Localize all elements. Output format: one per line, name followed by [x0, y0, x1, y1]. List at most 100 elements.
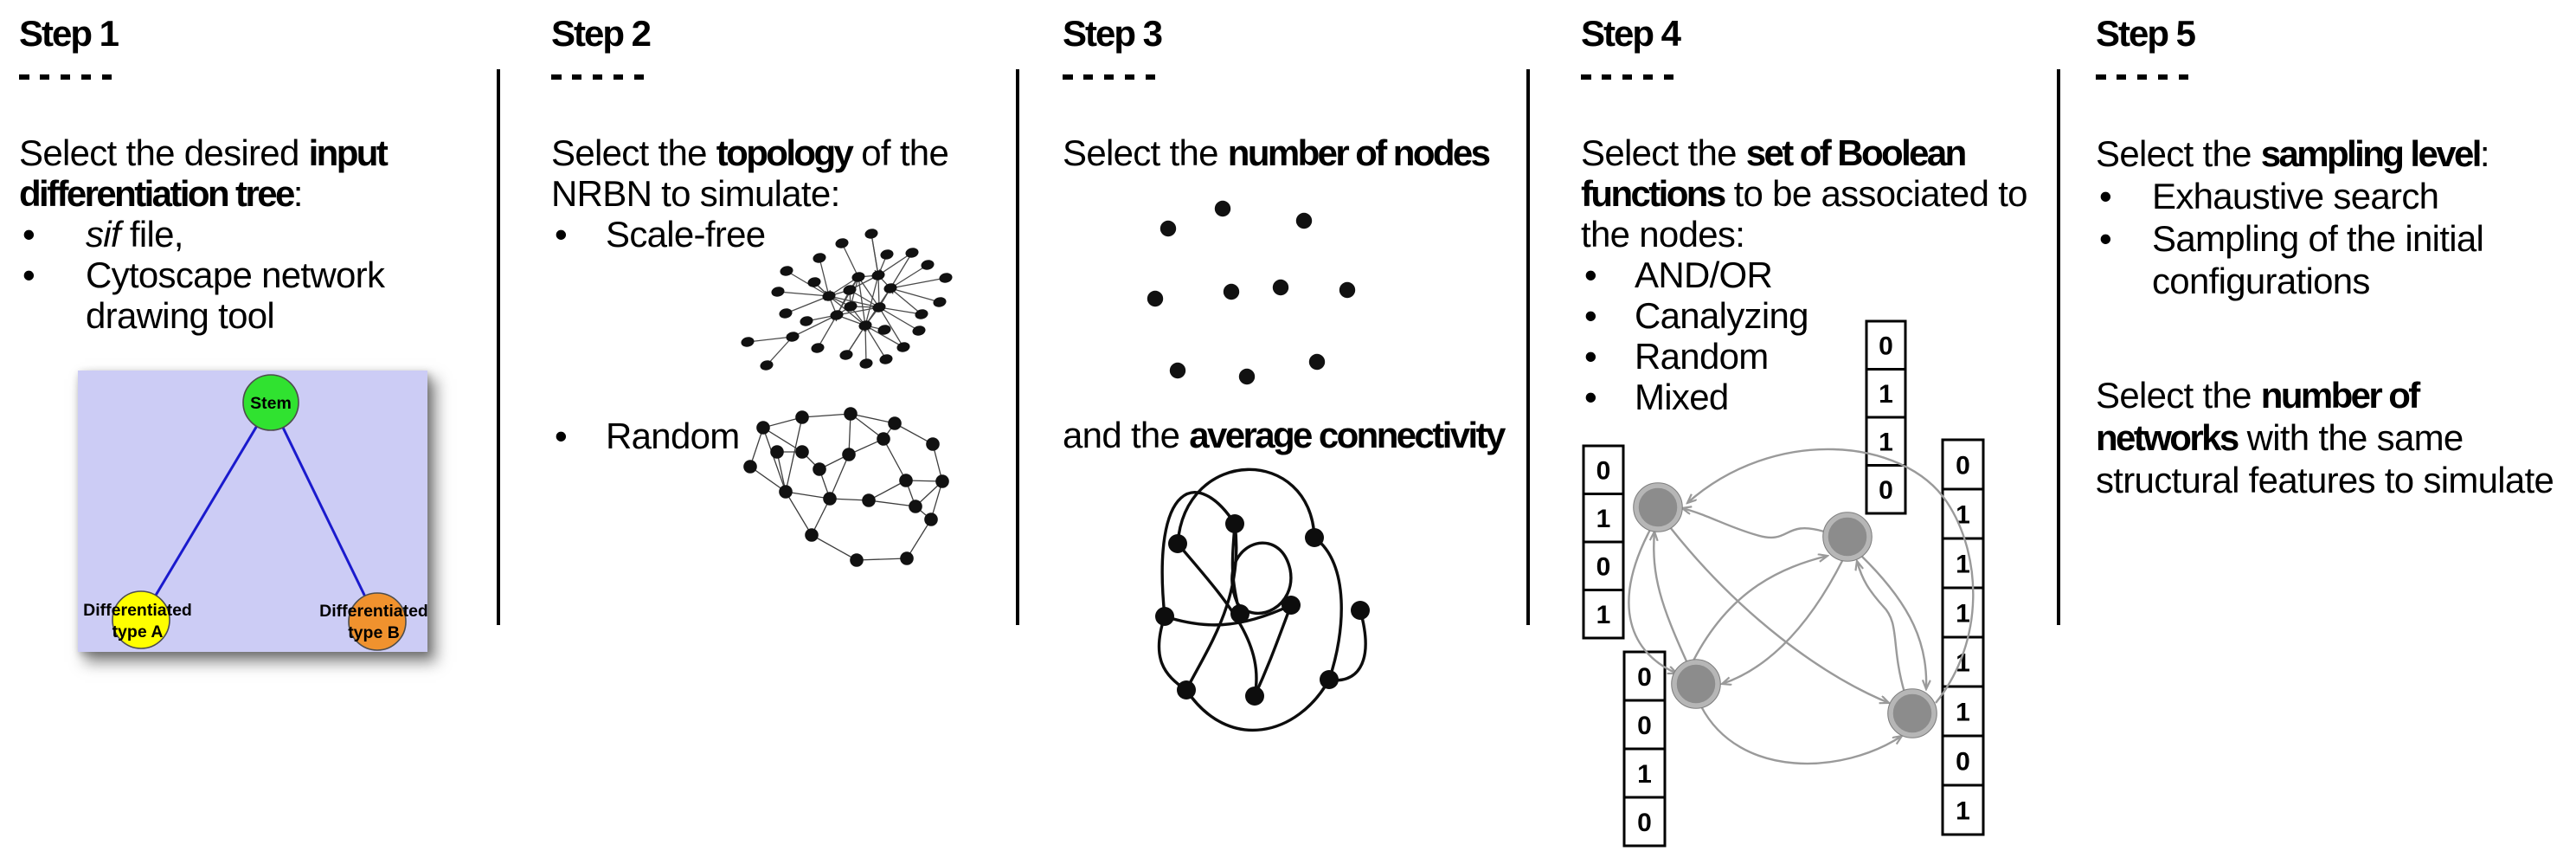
- bullet-icon: •: [2099, 218, 2112, 259]
- underline-dash: [633, 74, 645, 80]
- scale-free-edge: [849, 289, 880, 308]
- step-title-underline-step4: [1581, 74, 1684, 80]
- underline-dash: [1103, 74, 1115, 80]
- scale-free-node: [830, 310, 844, 320]
- scale-free-edge: [766, 336, 793, 366]
- boolean-network-edge-TM-TL-wavy: [1682, 508, 1825, 539]
- scale-free-node: [871, 270, 885, 280]
- tree-node-label: Differentiated: [319, 602, 428, 621]
- scale-free-edge: [777, 291, 829, 296]
- random-network-node: [823, 492, 837, 506]
- scale-free-node: [822, 291, 836, 301]
- scale-free-edge: [845, 325, 866, 356]
- random-network-edge: [801, 413, 851, 418]
- text-segment: Select the: [2096, 133, 2261, 174]
- tangle-node: [1282, 596, 1301, 615]
- text-segment: number of nodes: [1227, 132, 1491, 173]
- tangle-node: [1155, 607, 1174, 626]
- text-segment: Select the: [1581, 132, 1746, 173]
- text-segment: Exhaustive search: [2152, 176, 2439, 216]
- random-network-edge: [883, 438, 907, 481]
- tangle-edge: [1314, 536, 1343, 680]
- tree-node-label: Stem: [250, 394, 292, 413]
- scale-free-node: [858, 320, 872, 331]
- separator-line-4: [2057, 69, 2060, 625]
- bullet-item: •AND/OR: [1581, 255, 2027, 295]
- text-line: drawing tool: [19, 295, 386, 336]
- scale-free-node: [872, 302, 886, 313]
- boolean-network-edge-BR-TL-arc: [1687, 448, 1975, 704]
- random-network-edge: [785, 491, 813, 536]
- boolean-network-edge-BL-TL-up: [1654, 532, 1689, 664]
- truth-table-value: 1: [1879, 380, 1893, 409]
- bullet-item: •Mixed: [1581, 377, 2027, 417]
- text-segment: Select the: [1063, 132, 1228, 173]
- boolean-network-node-TL: [1634, 483, 1682, 532]
- tree-node-typeA: [112, 590, 170, 649]
- random-network-node: [844, 407, 858, 421]
- text-segment: sampling level: [2260, 133, 2483, 174]
- tangle-node: [1225, 514, 1244, 533]
- scale-free-node: [771, 287, 785, 297]
- paragraph-step3-0: Select the number of nodes: [1063, 132, 1491, 173]
- step-title-step3: Step 3: [1063, 13, 1163, 54]
- truth-table-value: 1: [1596, 601, 1611, 629]
- truth-table-value: 0: [1879, 476, 1893, 505]
- scale-free-edge: [890, 277, 947, 289]
- truth-table-value: 1: [1596, 505, 1611, 533]
- random-network-node: [770, 445, 784, 459]
- truth-table-cell: [1622, 747, 1667, 799]
- scale-free-edge: [817, 315, 837, 349]
- scale-free-edge: [890, 264, 928, 288]
- random-network-node: [900, 551, 914, 565]
- random-network-node: [926, 437, 940, 451]
- text-segment: Canalyzing: [1635, 295, 1808, 336]
- truth-table-value: 0: [1637, 663, 1652, 692]
- truth-table-value: 1: [1956, 648, 1970, 677]
- tree-node-typeB: [348, 592, 407, 651]
- truth-table-value: 0: [1596, 553, 1611, 582]
- underline-dash: [1145, 74, 1156, 80]
- underline-dash: [1642, 74, 1654, 80]
- scale-free-node: [779, 308, 793, 319]
- scale-free-node: [915, 309, 928, 319]
- random-network-edge: [868, 480, 907, 501]
- nodes-scatter: [1147, 200, 1356, 385]
- boolean-network-node-outline: [1671, 659, 1721, 709]
- truth-table-value: 0: [1637, 712, 1652, 740]
- underline-dash: [551, 74, 562, 80]
- scale-free-node: [807, 277, 821, 287]
- random-network-node: [795, 445, 809, 459]
- scale-free-node: [839, 350, 853, 360]
- truth-table-value: 1: [1637, 760, 1652, 789]
- boolean-network-node-outline: [1822, 512, 1873, 562]
- boolean-network-edge-TM-BR-outer: [1861, 556, 1926, 689]
- random-network-node: [805, 528, 819, 542]
- separator-line-3: [1526, 69, 1530, 625]
- truth-table-value: 0: [1637, 809, 1652, 837]
- connectivity-tangle: [1155, 467, 1370, 732]
- random-network-edge: [906, 519, 932, 559]
- scale-free-edge: [865, 326, 887, 360]
- scale-free-node: [879, 354, 893, 364]
- underline-dash: [1622, 74, 1633, 80]
- text-line: Select the number of: [2096, 374, 2554, 416]
- random-network-edge: [762, 427, 787, 493]
- text-segment: input: [308, 132, 389, 173]
- random-network-node: [813, 462, 826, 476]
- text-segment: :: [2479, 133, 2490, 174]
- scale-free-edge: [792, 315, 837, 338]
- text-segment: Mixed: [1635, 377, 1729, 417]
- text-segment: and the: [1063, 415, 1190, 455]
- tangle-edge: [1160, 491, 1237, 617]
- underline-dash: [2157, 74, 2168, 80]
- scatter-dot: [1214, 200, 1231, 217]
- underline-dash: [2096, 74, 2106, 80]
- scale-free-node: [896, 342, 910, 352]
- step-title-underline-step3: [1063, 74, 1166, 80]
